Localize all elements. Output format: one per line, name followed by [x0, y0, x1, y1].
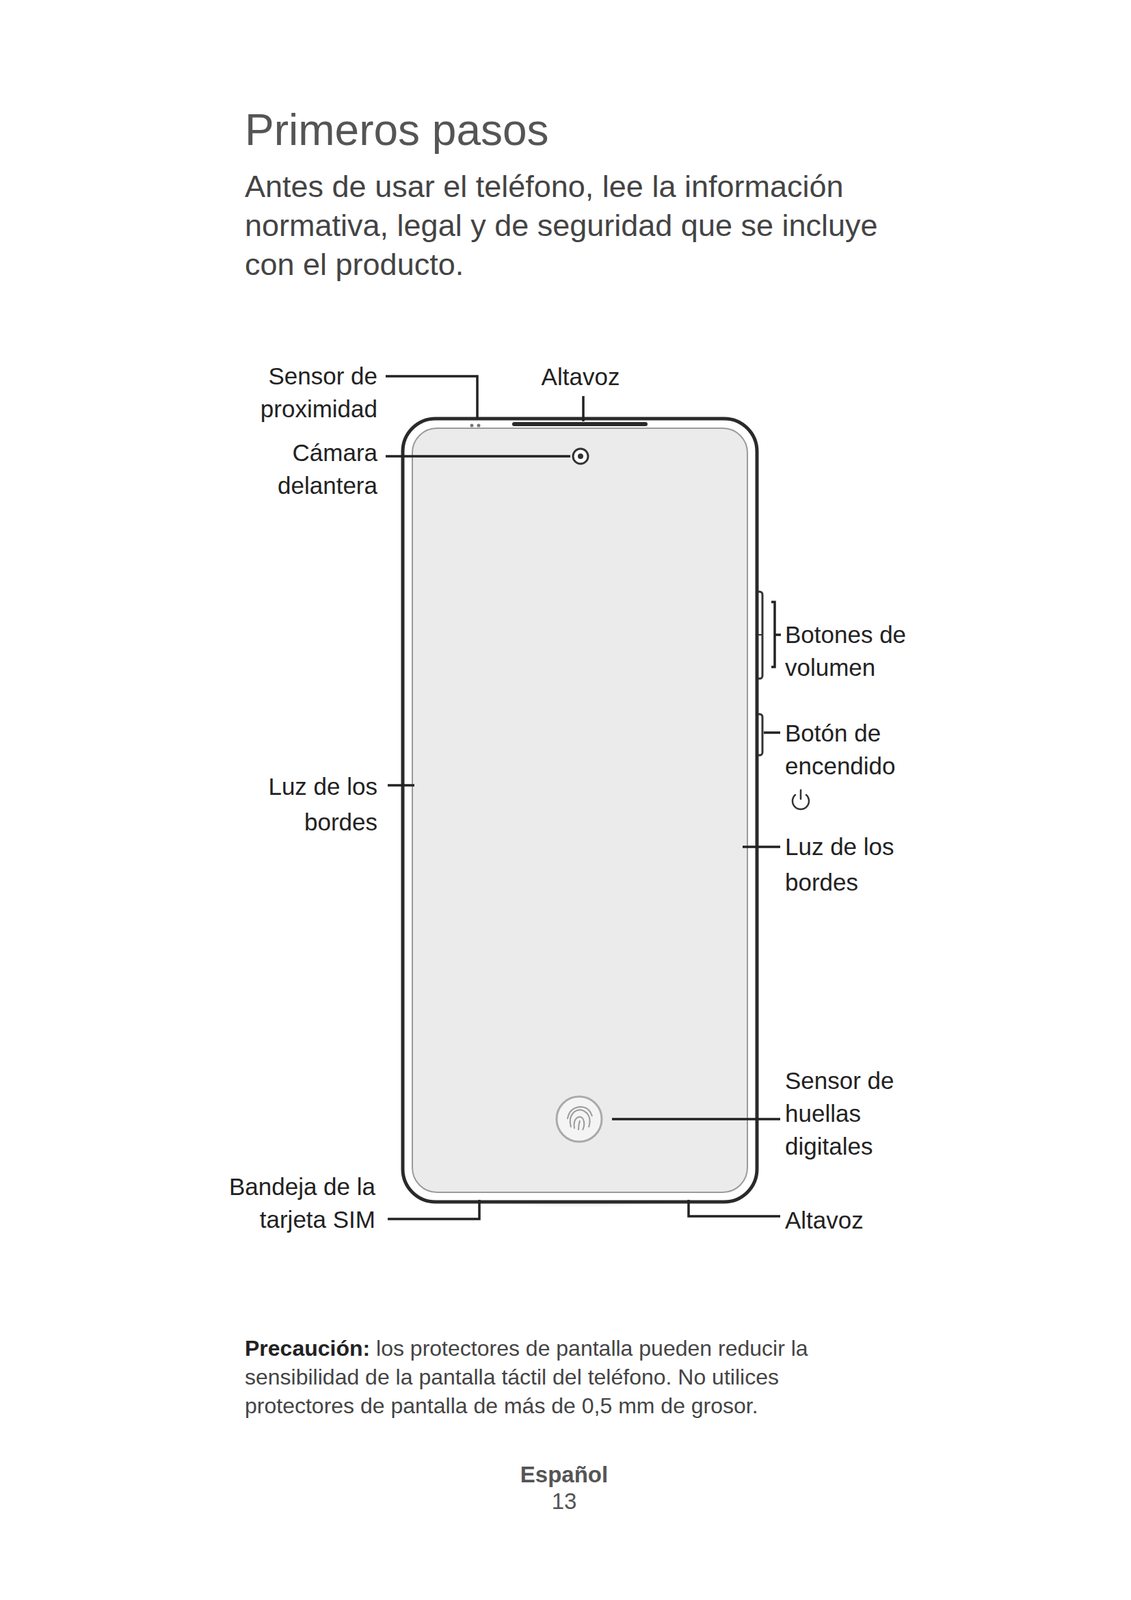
page-number: 13 — [461, 1487, 667, 1514]
intro-text: Antes de usar el teléfono, lee la inform… — [244, 166, 929, 284]
caution-note: Precaución: los protectores de pantalla … — [244, 1333, 833, 1420]
part-label: Altavoz — [505, 360, 656, 394]
part-label: Luz de los bordes — [230, 768, 378, 840]
part-label: Bandeja de la tarjeta SIM — [224, 1169, 376, 1236]
part-label: Sensor de huellas digitales — [784, 1063, 933, 1163]
part-label: Botón de encendido — [784, 716, 943, 783]
part-label: Cámara delantera — [230, 436, 378, 502]
page-footer: Español — [461, 1461, 667, 1488]
caution-heading: Precaución: — [244, 1335, 370, 1361]
part-label: Altavoz — [784, 1203, 936, 1237]
part-label: Sensor de proximidad — [230, 359, 378, 426]
page-title: Primeros pasos — [244, 103, 550, 156]
caution-space — [369, 1335, 377, 1361]
part-label: Luz de los bordes — [784, 828, 933, 900]
part-label: Botones de volumen — [784, 618, 943, 684]
